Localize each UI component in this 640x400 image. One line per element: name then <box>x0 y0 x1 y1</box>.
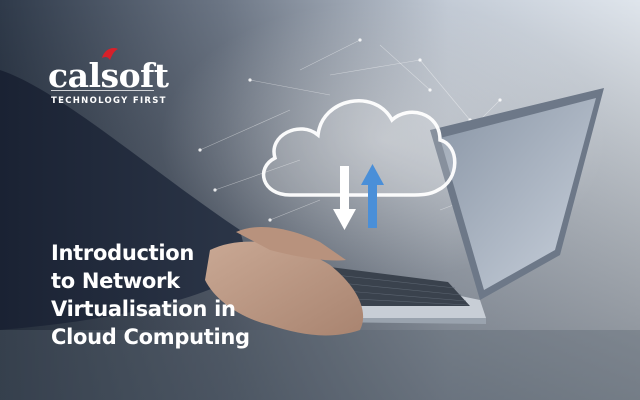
person <box>0 70 364 336</box>
title-line: Cloud Computing <box>51 325 250 349</box>
brand-logo: calsoft TECHNOLOGY FIRST <box>48 48 169 110</box>
title-line: Introduction <box>51 241 195 265</box>
logo-mark-icon <box>102 48 118 60</box>
arrow-down-icon <box>333 166 356 230</box>
brand-name: calsoft <box>48 56 169 95</box>
laptop <box>296 88 604 324</box>
page-title: Introduction to Network Virtualisation i… <box>51 239 331 351</box>
logo-divider <box>51 90 154 91</box>
arrow-up-icon <box>361 164 384 228</box>
brand-tagline: TECHNOLOGY FIRST <box>51 96 167 106</box>
title-line: to Network <box>51 269 180 293</box>
cloud-icon <box>262 99 457 197</box>
title-line: Virtualisation in <box>51 297 236 321</box>
